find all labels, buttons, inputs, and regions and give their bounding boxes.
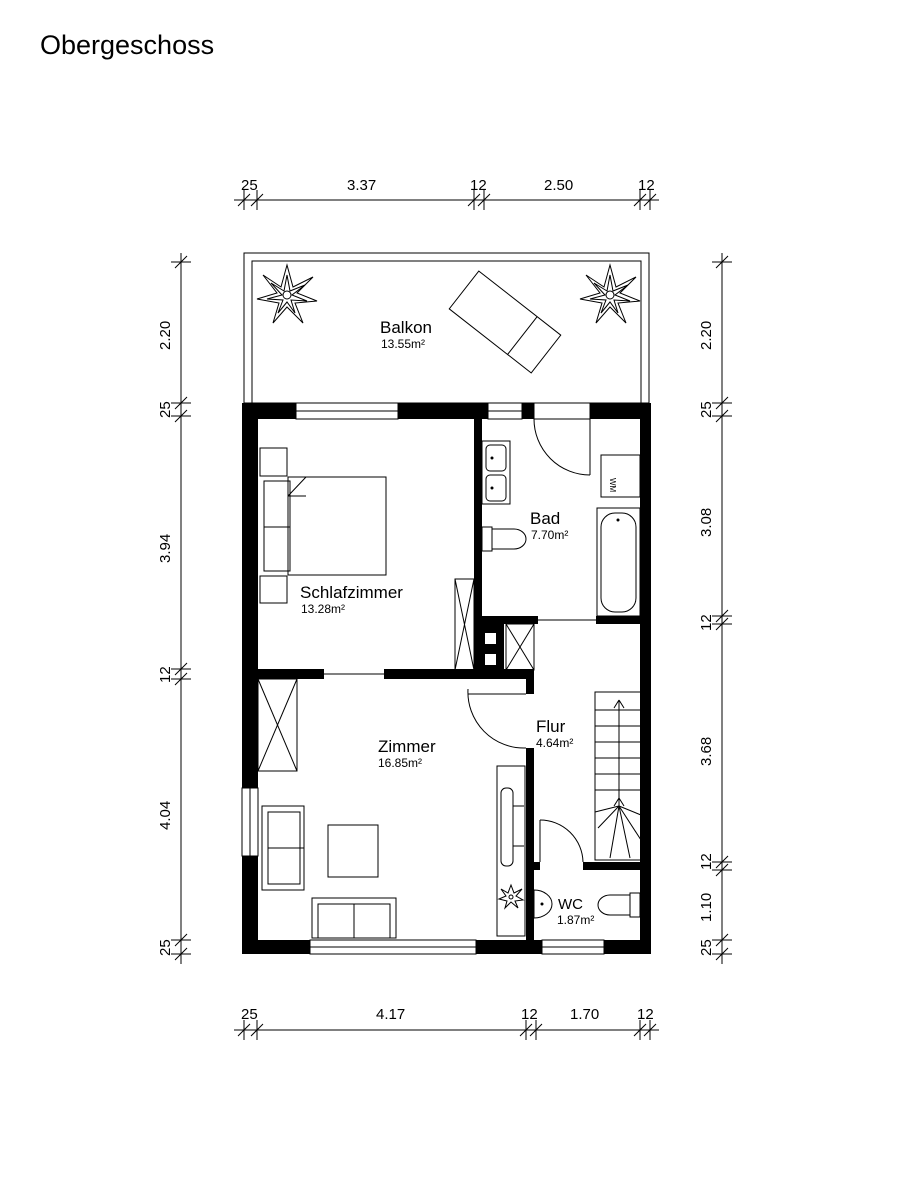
shaft-cabinet [505, 623, 535, 671]
wc-fixtures [533, 889, 641, 919]
room-name-zimmer: Zimmer [378, 737, 436, 756]
dim-right-7: 25 [698, 939, 715, 956]
doors [324, 402, 596, 863]
dim-left-1: 25 [157, 401, 174, 418]
dim-top-3: 2.50 [544, 177, 573, 194]
room-name-wc: WC [558, 896, 583, 913]
room-area-zimmer: 16.85m² [378, 756, 422, 770]
room-name-bad: Bad [530, 509, 560, 528]
dim-top-2: 12 [470, 177, 487, 194]
dim-left-2: 3.94 [157, 534, 174, 563]
dim-left-0: 2.20 [157, 321, 174, 350]
dim-right-4: 3.68 [698, 737, 715, 766]
dim-left-3: 12 [157, 666, 174, 683]
walls [242, 403, 651, 954]
room-area-schlafzimmer: 13.28m² [301, 602, 345, 616]
bathroom-fixtures: WM [481, 440, 641, 617]
balcony [243, 252, 650, 404]
dim-bottom-1: 4.17 [376, 1006, 405, 1023]
dim-right-5: 12 [698, 853, 715, 870]
bed [259, 447, 387, 604]
dim-right-3: 12 [698, 614, 715, 631]
dim-right-1: 25 [698, 401, 715, 418]
stairs [594, 691, 642, 861]
dimension-top: 25 3.37 12 2.50 12 [234, 177, 659, 210]
dim-bottom-4: 12 [637, 1006, 654, 1023]
dim-top-1: 3.37 [347, 177, 376, 194]
plant-icon [497, 883, 525, 910]
room-name-schlafzimmer: Schlafzimmer [300, 583, 403, 602]
wm-label: WM [608, 478, 617, 493]
dim-bottom-0: 25 [241, 1006, 258, 1023]
page-title: Obergeschoss [40, 30, 215, 60]
windows [241, 402, 605, 955]
dim-left-5: 25 [157, 939, 174, 956]
dim-right-2: 3.08 [698, 508, 715, 537]
dim-top-4: 12 [638, 177, 655, 194]
dim-top-0: 25 [241, 177, 258, 194]
room-labels: Balkon 13.55m² Bad 7.70m² Schlafzimmer 1… [300, 318, 594, 927]
wardrobe [454, 578, 475, 671]
room-area-flur: 4.64m² [536, 736, 573, 750]
dim-right-6: 1.10 [698, 893, 715, 922]
room-name-balkon: Balkon [380, 318, 432, 337]
dim-bottom-3: 1.70 [570, 1006, 599, 1023]
dim-left-4: 4.04 [157, 801, 174, 830]
dimension-left: 2.20 25 3.94 12 4.04 25 [157, 253, 191, 964]
dimension-right: 2.20 25 3.08 12 3.68 12 1.10 25 [698, 253, 732, 964]
dim-bottom-2: 12 [521, 1006, 538, 1023]
plant-icon [256, 263, 318, 324]
room-name-flur: Flur [536, 717, 566, 736]
plant-icon [579, 263, 641, 324]
dim-right-0: 2.20 [698, 321, 715, 350]
zimmer-furniture [257, 678, 526, 939]
room-area-bad: 7.70m² [531, 528, 568, 542]
room-area-balkon: 13.55m² [381, 337, 425, 351]
room-area-wc: 1.87m² [557, 913, 594, 927]
dimension-bottom: 25 4.17 12 1.70 12 [234, 1006, 659, 1040]
